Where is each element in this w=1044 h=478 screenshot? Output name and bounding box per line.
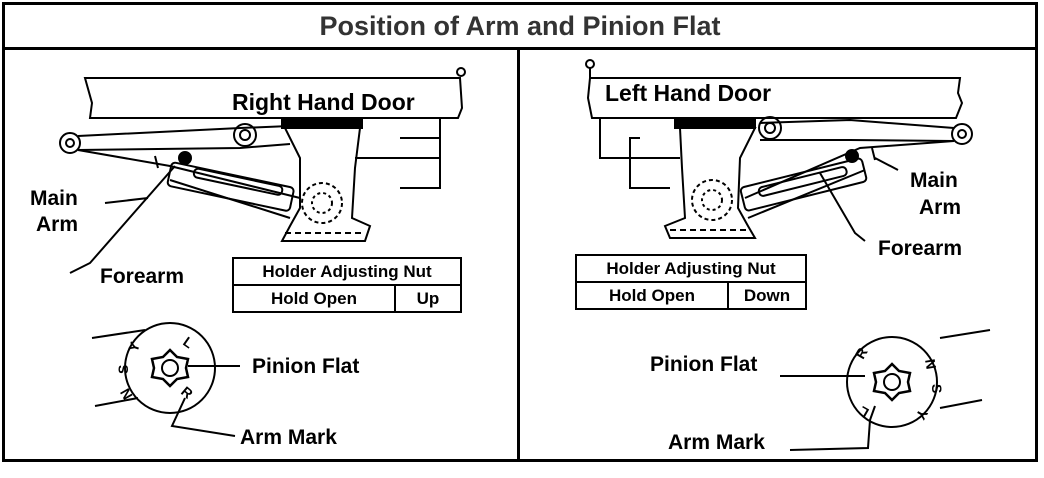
right-holder-table-header: Holder Adjusting Nut	[232, 257, 462, 286]
forearm-bottom-edge	[747, 169, 866, 219]
main-arm-bottom-edge	[760, 139, 955, 142]
right-arm-mark-label: Arm Mark	[240, 426, 337, 449]
pinion-housing	[663, 127, 757, 239]
left-holder-table: Holder Adjusting Nut Hold Open Down	[575, 254, 807, 310]
main-arm-bottom-edge	[77, 143, 291, 151]
left-holder-table-row-value: Down	[727, 281, 807, 310]
main-arm-end	[951, 123, 973, 145]
pinion-circle-inner	[701, 189, 723, 211]
left-pinion-flat-label: Pinion Flat	[650, 353, 758, 376]
dial-letter-s: S	[929, 384, 945, 393]
main-arm-top-edge	[77, 125, 291, 137]
door-pin	[585, 59, 595, 69]
panel-divider	[517, 48, 520, 462]
pinion-dial	[124, 322, 216, 414]
dial-arm-line-1	[91, 329, 146, 339]
right-holder-table-row-value: Up	[394, 284, 462, 313]
mount-plate	[674, 117, 756, 129]
dial-letter-s: S	[115, 365, 131, 374]
main-arm-pivot	[233, 123, 257, 147]
door-panel	[83, 77, 464, 119]
left-hand-door-label: Left Hand Door	[605, 80, 772, 106]
pinion-circle-inner	[311, 192, 333, 214]
forearm-body	[739, 157, 868, 212]
pinion-circle-outer	[301, 182, 343, 224]
main-arm-pivot	[758, 116, 782, 140]
right-forearm-label: Forearm	[100, 265, 185, 288]
dial-letter-top: L	[180, 333, 197, 351]
forearm-slot	[757, 166, 848, 197]
forearm-leader	[819, 172, 866, 242]
right-main-arm-label-1: Main	[30, 187, 78, 210]
dial-letter-r: R	[178, 383, 196, 402]
dial-letter-r: R	[852, 345, 871, 362]
forearm-slot	[192, 167, 284, 196]
door-panel	[586, 77, 964, 119]
left-holder-table-row-label: Hold Open	[575, 281, 729, 310]
dial-arm-line-2	[94, 397, 139, 407]
arm-mark-leader	[789, 405, 876, 451]
left-hand-door-illustration: R N S Y L	[585, 59, 991, 451]
main-arm-top-edge	[759, 118, 955, 129]
left-main-arm-label-1: Main	[910, 169, 958, 192]
pinion-circle-outer	[691, 179, 733, 221]
forearm-top-edge	[77, 149, 301, 199]
door-pin	[456, 67, 466, 77]
closer-cylinder	[629, 137, 670, 189]
right-holder-table-row-label: Hold Open	[232, 284, 396, 313]
left-main-arm-label-2: Arm	[919, 196, 962, 219]
pinion-housing	[280, 127, 372, 242]
dial-arm-line-1	[939, 329, 991, 339]
arm-mark-leader	[170, 397, 236, 437]
main-arm-end	[59, 132, 81, 154]
right-hand-door-illustration: L Y S N R	[59, 67, 466, 437]
right-hand-door-label: Right Hand Door	[232, 89, 415, 115]
pinion-flat-shape	[150, 348, 190, 388]
closer-cylinder	[400, 137, 441, 189]
main-arm-leader	[874, 157, 899, 171]
main-arm-leader	[104, 197, 149, 204]
right-holder-table: Holder Adjusting Nut Hold Open Up	[232, 257, 462, 313]
forearm-leader	[69, 165, 176, 274]
right-main-arm-label-2: Arm	[36, 213, 79, 236]
left-forearm-label: Forearm	[878, 237, 963, 260]
mount-plate	[281, 117, 363, 129]
pinion-flat-shape	[872, 362, 912, 402]
dial-arm-line-2	[939, 399, 983, 409]
pinion-dial	[846, 336, 938, 428]
left-arm-mark-label: Arm Mark	[668, 431, 765, 454]
closer-body	[599, 117, 680, 159]
right-pinion-flat-label: Pinion Flat	[252, 355, 360, 378]
diagram-title: Position of Arm and Pinion Flat	[2, 2, 1038, 50]
left-holder-table-header: Holder Adjusting Nut	[575, 254, 807, 283]
dial-letter-n: N	[922, 358, 940, 371]
